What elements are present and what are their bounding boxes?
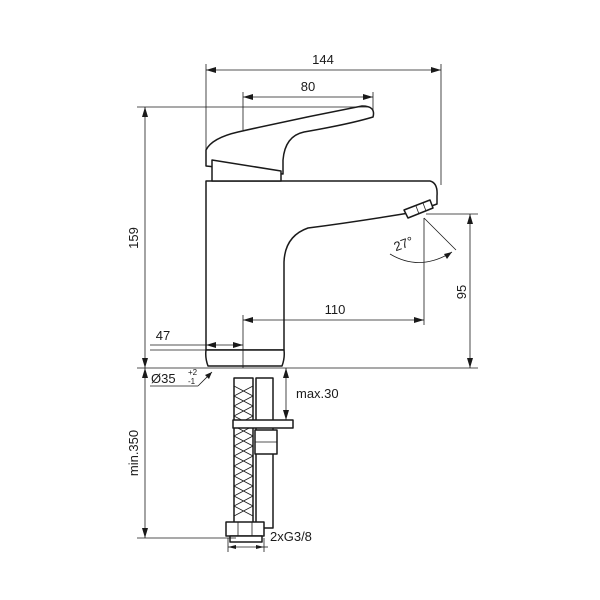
label-27deg: 27°	[392, 233, 416, 254]
extension-lines	[137, 64, 478, 552]
hose-nut-base	[229, 535, 263, 543]
label-tol-plus: +2	[188, 368, 198, 377]
aerator	[403, 199, 434, 219]
label-159: 159	[126, 227, 141, 249]
label-min350: min.350	[126, 430, 141, 476]
label-47: 47	[156, 328, 170, 343]
label-max30: max.30	[296, 386, 339, 401]
label-95: 95	[454, 285, 469, 299]
braided-hose	[233, 377, 254, 527]
fixing-plate	[232, 419, 294, 429]
label-connection: 2xG3/8	[270, 529, 312, 544]
connections	[225, 377, 294, 543]
dim-line-80	[243, 94, 373, 100]
label-tol-minus: -1	[188, 377, 196, 386]
base-cover	[205, 349, 285, 367]
faucet-body	[205, 180, 438, 351]
label-144: 144	[312, 52, 334, 67]
dim-leader-diameter	[150, 371, 213, 387]
dim-line-47	[150, 342, 243, 348]
label-diameter: Ø35	[151, 371, 176, 386]
dim-line-159	[142, 107, 148, 368]
dim-line-95	[467, 214, 473, 368]
dim-angle-27	[389, 217, 457, 263]
lever-neck	[211, 159, 282, 182]
dim-line-max30	[283, 368, 289, 420]
dim-line-min350	[142, 368, 148, 538]
dim-line-144	[206, 67, 441, 73]
dim-line-connection	[228, 545, 268, 549]
label-80: 80	[301, 79, 315, 94]
faucet-outline	[205, 105, 438, 367]
label-110: 110	[325, 302, 346, 317]
hose-nut	[225, 521, 265, 537]
dim-line-110	[243, 317, 424, 323]
lever-handle	[205, 105, 375, 175]
